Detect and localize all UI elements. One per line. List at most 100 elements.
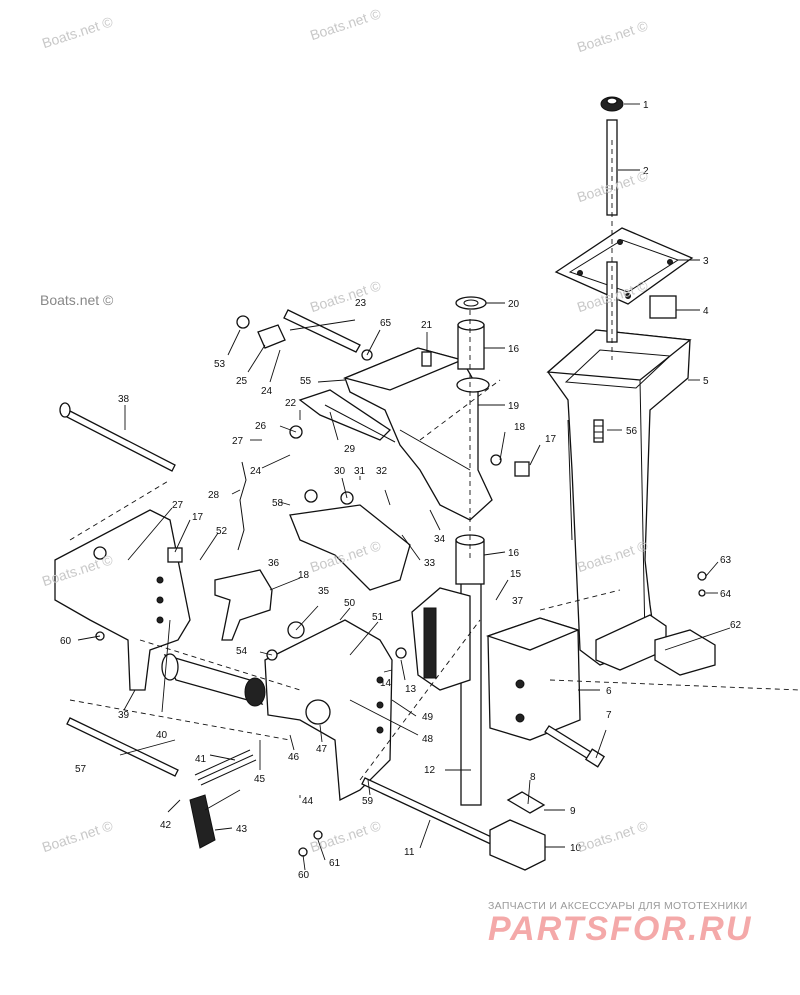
callout: 9: [570, 806, 576, 817]
tilt-lever-handle: [189, 794, 216, 849]
mount-pad: [654, 629, 716, 676]
callout: 38: [118, 394, 130, 405]
callout: 10: [570, 843, 582, 854]
callout: 53: [214, 359, 226, 370]
callout: 37: [512, 596, 524, 607]
callout: 40: [156, 730, 168, 741]
callout: 56: [626, 426, 638, 437]
callout: 26: [255, 421, 267, 432]
callout: 61: [329, 858, 341, 869]
callout: 52: [216, 526, 228, 537]
callout: 25: [236, 376, 248, 387]
callout-labels: 1 2 3 4 5 6 7 8 9 10 11 12 13 14 15 16 1…: [60, 100, 742, 881]
callout: 16: [508, 344, 520, 355]
callout: 28: [208, 490, 220, 501]
callout: 44: [302, 796, 314, 807]
link-rod-28: [237, 461, 247, 551]
callout: 32: [376, 466, 388, 477]
tilt-pin: [66, 717, 179, 777]
callout: 24: [261, 386, 273, 397]
mount-bolt: [544, 725, 606, 768]
left-clamp-bracket: [54, 509, 191, 691]
callout: 60: [298, 870, 310, 881]
callout: 4: [703, 306, 709, 317]
reverse-lock-bracket: [289, 504, 411, 591]
brand-wordmark: PARTSFOR.RU: [488, 910, 753, 948]
callout: 62: [730, 620, 742, 631]
rubber-mount: [485, 617, 581, 741]
callout: 35: [318, 586, 330, 597]
callout: 45: [254, 774, 266, 785]
drive-shaft-seal: [600, 96, 624, 112]
callout: 3: [703, 256, 709, 267]
callout: 12: [424, 765, 436, 776]
callout: 27: [232, 436, 244, 447]
callout: 54: [236, 646, 248, 657]
brand-tagline: ЗАПЧАСТИ И АКСЕССУАРЫ ДЛЯ МОТОТЕХНИКИ: [488, 900, 748, 912]
callout: 64: [720, 589, 732, 600]
tilt-tube: [161, 653, 266, 707]
callout: 18: [298, 570, 310, 581]
callout: 23: [355, 298, 367, 309]
callout: 17: [192, 512, 204, 523]
callout: 49: [422, 712, 434, 723]
callout: 16: [508, 548, 520, 559]
watermark: Boats.net ©: [40, 292, 114, 308]
callout: 5: [703, 376, 709, 387]
callout: 14: [380, 678, 392, 689]
callout: 42: [160, 820, 172, 831]
callout: 55: [300, 376, 312, 387]
tilt-spring: [194, 749, 257, 786]
callout: 24: [250, 466, 262, 477]
callout: 7: [606, 710, 612, 721]
lower-mount: [411, 587, 471, 691]
callout: 33: [424, 558, 436, 569]
right-clamp-bracket: [264, 619, 393, 802]
callout: 15: [510, 569, 522, 580]
callout: 29: [344, 444, 356, 455]
leader-lines: [77, 103, 731, 871]
callout: 6: [606, 686, 612, 697]
upper-bushing: [455, 296, 487, 370]
cable-bracket: [489, 791, 546, 871]
swivel-bracket: [298, 347, 493, 521]
callout: 22: [285, 398, 297, 409]
callout: 46: [288, 752, 300, 763]
drive-shaft-housing: [546, 329, 692, 671]
link-rod-23: [283, 309, 361, 353]
callout: 47: [316, 744, 328, 755]
callout: 30: [334, 466, 346, 477]
callout: 41: [195, 754, 207, 765]
callout: 43: [236, 824, 248, 835]
trim-lever: [214, 569, 273, 641]
callout: 48: [422, 734, 434, 745]
callout: 21: [421, 320, 433, 331]
brand-logo: ЗАПЧАСТИ И АКСЕССУАРЫ ДЛЯ МОТОТЕХНИКИ PA…: [488, 900, 788, 949]
callout: 36: [268, 558, 280, 569]
callout: 11: [404, 847, 415, 858]
callout: 8: [530, 772, 536, 783]
callout: 50: [344, 598, 356, 609]
gasket-plate: [554, 227, 694, 305]
callout: 17: [545, 434, 557, 445]
callout: 1: [643, 100, 649, 111]
callout: 18: [514, 422, 526, 433]
callout: 63: [720, 555, 732, 566]
rubber-block: [649, 295, 677, 319]
callout: 13: [405, 684, 417, 695]
callout: 39: [118, 710, 130, 721]
callout: 65: [380, 318, 392, 329]
callout: 20: [508, 299, 520, 310]
callout: 27: [172, 500, 184, 511]
callout: 2: [643, 166, 649, 177]
rod-29: [324, 404, 396, 443]
housing-screw: [593, 419, 604, 443]
callout: 58: [272, 498, 284, 509]
callout: 19: [508, 401, 520, 412]
through-bolt-38: [59, 402, 176, 472]
reference-lines: [69, 140, 800, 781]
callout: 60: [60, 636, 72, 647]
callout: 59: [362, 796, 374, 807]
callout: 31: [354, 466, 366, 477]
